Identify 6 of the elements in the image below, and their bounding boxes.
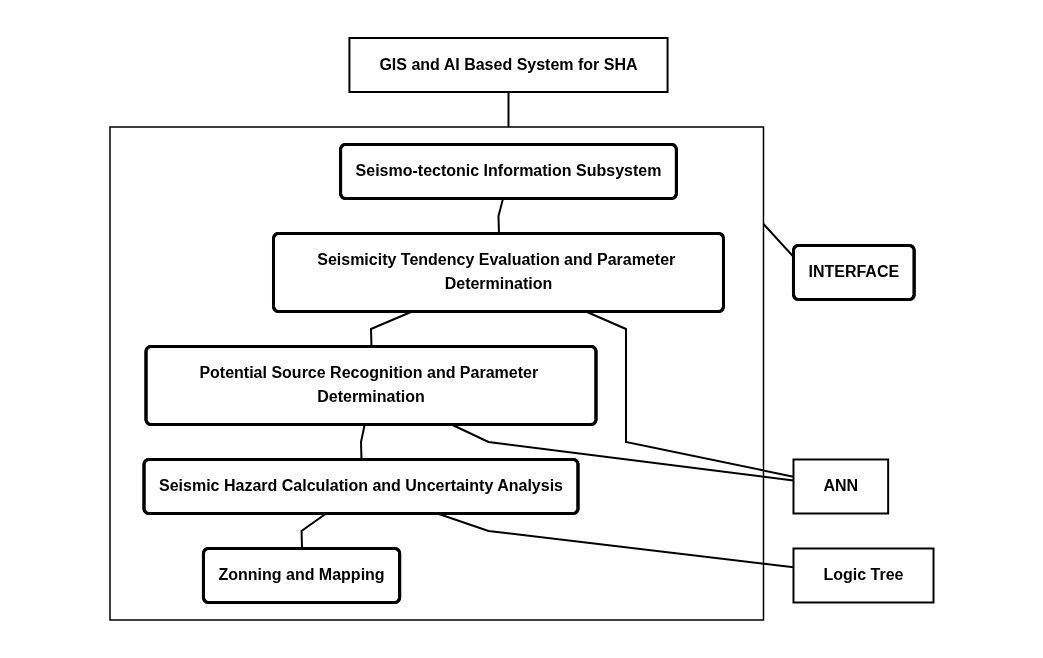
connector: [507, 91, 510, 128]
cluster: [109, 126, 764, 621]
node-box: GIS and AI Based System for SHA: [348, 37, 669, 93]
node-box: ANN: [792, 458, 889, 515]
node-box: Logic Tree: [792, 547, 935, 604]
node-text: Seismicity Tendency Evaluation and Parameter Determination: [316, 251, 676, 293]
